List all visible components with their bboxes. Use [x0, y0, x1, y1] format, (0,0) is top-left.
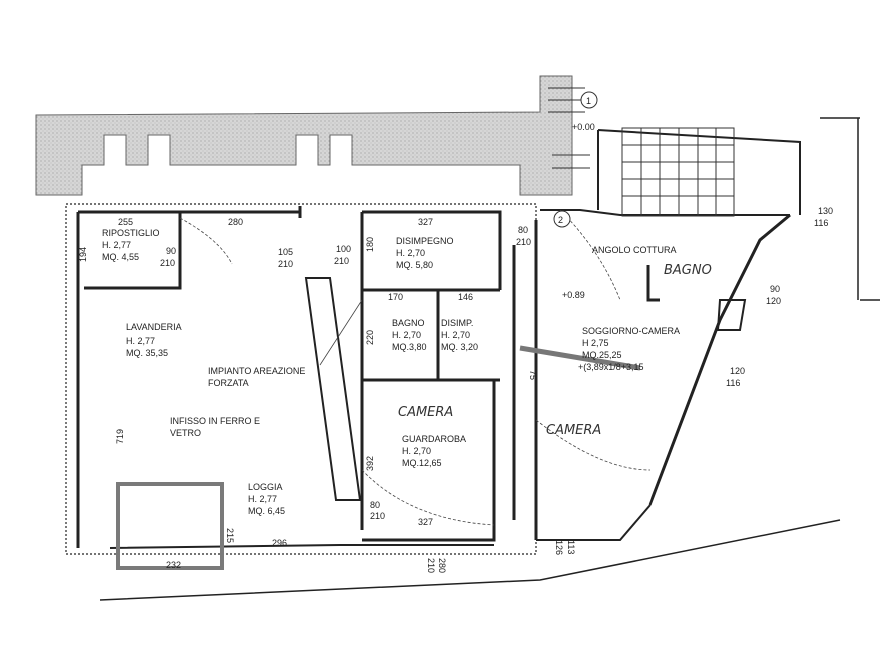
svg-text:719: 719 — [115, 429, 125, 444]
svg-text:MQ.3,80: MQ.3,80 — [392, 342, 427, 352]
svg-text:116: 116 — [814, 218, 828, 228]
svg-text:DISIMPEGNO: DISIMPEGNO — [396, 236, 454, 246]
svg-text:H. 2,70: H. 2,70 — [392, 330, 421, 340]
svg-text:VETRO: VETRO — [170, 428, 201, 438]
svg-text:194: 194 — [78, 247, 88, 262]
svg-text:220: 220 — [365, 330, 375, 345]
svg-text:1: 1 — [586, 96, 591, 106]
svg-text:255: 255 — [118, 217, 133, 227]
level-0: +0.00 — [572, 122, 595, 132]
room-ripostiglio: RIPOSTIGLIO H. 2,77 MQ. 4,55 — [102, 228, 160, 262]
svg-text:LOGGIA: LOGGIA — [248, 482, 283, 492]
svg-text:80: 80 — [370, 500, 380, 510]
svg-text:H. 2,77: H. 2,77 — [126, 336, 155, 346]
svg-text:MQ.12,65: MQ.12,65 — [402, 458, 442, 468]
svg-text:392: 392 — [365, 456, 375, 471]
svg-text:INFISSO IN FERRO E: INFISSO IN FERRO E — [170, 416, 260, 426]
room-disimp: DISIMP. H. 2,70 MQ. 3,20 — [441, 318, 478, 352]
note-impianto: IMPIANTO AREAZIONE FORZATA — [208, 366, 305, 388]
svg-text:FORZATA: FORZATA — [208, 378, 249, 388]
note-infisso: INFISSO IN FERRO E VETRO — [170, 416, 260, 438]
handwritten-camera-2: CAMERA — [546, 423, 601, 438]
svg-text:80: 80 — [518, 225, 528, 235]
room-loggia: LOGGIA H. 2,77 MQ. 6,45 — [248, 482, 285, 516]
dimensions: 255 280 327 194 90 210 105 210 100 210 1… — [78, 206, 833, 573]
svg-text:126: 126 — [554, 540, 564, 555]
svg-text:H. 2,70: H. 2,70 — [396, 248, 425, 258]
svg-text:130: 130 — [818, 206, 833, 216]
svg-text:LAVANDERIA: LAVANDERIA — [126, 322, 182, 332]
svg-text:MQ. 4,55: MQ. 4,55 — [102, 252, 139, 262]
handwritten-bagno: BAGNO — [664, 263, 712, 278]
svg-text:120: 120 — [730, 366, 745, 376]
level-089: +0.89 — [562, 290, 585, 300]
svg-text:MQ. 6,45: MQ. 6,45 — [248, 506, 285, 516]
svg-text:H. 2,70: H. 2,70 — [441, 330, 470, 340]
svg-text:146: 146 — [458, 292, 473, 302]
room-disimpegno: DISIMPEGNO H. 2,70 MQ. 5,80 — [396, 236, 454, 270]
svg-text:MQ. 5,80: MQ. 5,80 — [396, 260, 433, 270]
svg-text:H 2,75: H 2,75 — [582, 338, 609, 348]
svg-text:H. 2,77: H. 2,77 — [248, 494, 277, 504]
room-lavanderia: LAVANDERIA H. 2,77 MQ. 35,35 — [126, 322, 182, 358]
svg-text:280: 280 — [228, 217, 243, 227]
svg-text:210: 210 — [334, 256, 349, 266]
svg-text:113: 113 — [566, 540, 576, 554]
svg-text:210: 210 — [160, 258, 175, 268]
svg-text:+(3,89x1/8+3,15: +(3,89x1/8+3,15 — [578, 362, 644, 372]
svg-text:327: 327 — [418, 217, 433, 227]
svg-text:H. 2,70: H. 2,70 — [402, 446, 431, 456]
svg-text:GUARDAROBA: GUARDAROBA — [402, 434, 466, 444]
loggia-outline — [116, 482, 224, 570]
svg-text:100: 100 — [336, 244, 351, 254]
svg-text:180: 180 — [365, 237, 375, 252]
svg-text:RIPOSTIGLIO: RIPOSTIGLIO — [102, 228, 160, 238]
room-guardaroba: GUARDAROBA H. 2,70 MQ.12,65 — [402, 434, 466, 468]
svg-text:BAGNO: BAGNO — [392, 318, 425, 328]
room-angolo-cottura: ANGOLO COTTURA — [592, 245, 677, 255]
svg-text:MQ.25,25: MQ.25,25 — [582, 350, 622, 360]
svg-text:105: 105 — [278, 247, 293, 257]
svg-text:2: 2 — [558, 215, 563, 225]
svg-text:170: 170 — [388, 292, 403, 302]
svg-text:210: 210 — [370, 511, 385, 521]
svg-text:210: 210 — [426, 558, 436, 573]
marker-1: 1 — [580, 91, 598, 109]
svg-text:116: 116 — [726, 378, 740, 388]
svg-text:120: 120 — [766, 296, 781, 306]
svg-text:215: 215 — [225, 528, 235, 543]
svg-text:H. 2,77: H. 2,77 — [102, 240, 131, 250]
staircase — [548, 87, 735, 217]
svg-text:MQ. 3,20: MQ. 3,20 — [441, 342, 478, 352]
svg-text:DISIMP.: DISIMP. — [441, 318, 473, 328]
svg-text:90: 90 — [166, 246, 176, 256]
svg-text:296: 296 — [272, 538, 287, 548]
svg-text:210: 210 — [516, 237, 531, 247]
handwritten-camera-1: CAMERA — [398, 405, 453, 420]
svg-text:210: 210 — [278, 259, 293, 269]
svg-text:327: 327 — [418, 517, 433, 527]
adjacent-building — [35, 75, 573, 196]
leader-line — [319, 299, 363, 366]
marker-2: 2 — [553, 210, 571, 228]
svg-text:90: 90 — [770, 284, 780, 294]
svg-text:280: 280 — [437, 558, 447, 573]
svg-text:IMPIANTO AREAZIONE: IMPIANTO AREAZIONE — [208, 366, 305, 376]
svg-text:232: 232 — [166, 560, 181, 570]
walls — [65, 117, 880, 601]
room-bagno: BAGNO H. 2,70 MQ.3,80 — [392, 318, 427, 352]
svg-text:MQ. 35,35: MQ. 35,35 — [126, 348, 168, 358]
svg-text:75: 75 — [528, 370, 538, 380]
svg-text:SOGGIORNO-CAMERA: SOGGIORNO-CAMERA — [582, 326, 680, 336]
room-soggiorno: SOGGIORNO-CAMERA H 2,75 MQ.25,25 +(3,89x… — [578, 326, 680, 372]
sliding-panel — [519, 345, 641, 371]
